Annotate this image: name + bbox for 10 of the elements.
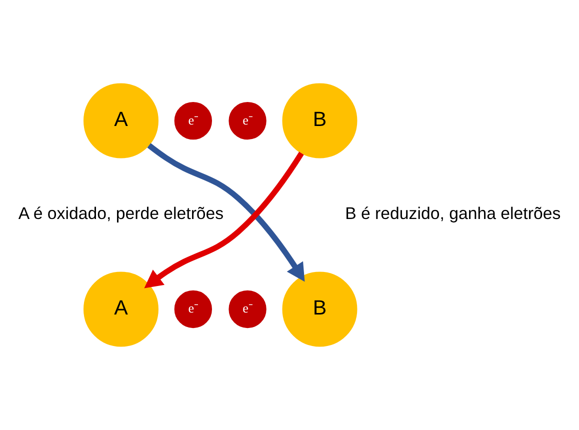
- node-circle: e⁻: [174, 102, 212, 140]
- label: A é oxidado, perde eletrões: [18, 204, 224, 224]
- node-circle: A: [83, 83, 158, 158]
- node-circle: e⁻: [228, 102, 266, 140]
- node-circle: e⁻: [228, 290, 266, 328]
- node-circle: B: [282, 83, 358, 158]
- node-circle: A: [83, 272, 158, 347]
- node-circle: B: [282, 272, 358, 347]
- node-circle: e⁻: [174, 290, 212, 328]
- label: B é reduzido, ganha eletrões: [345, 204, 561, 224]
